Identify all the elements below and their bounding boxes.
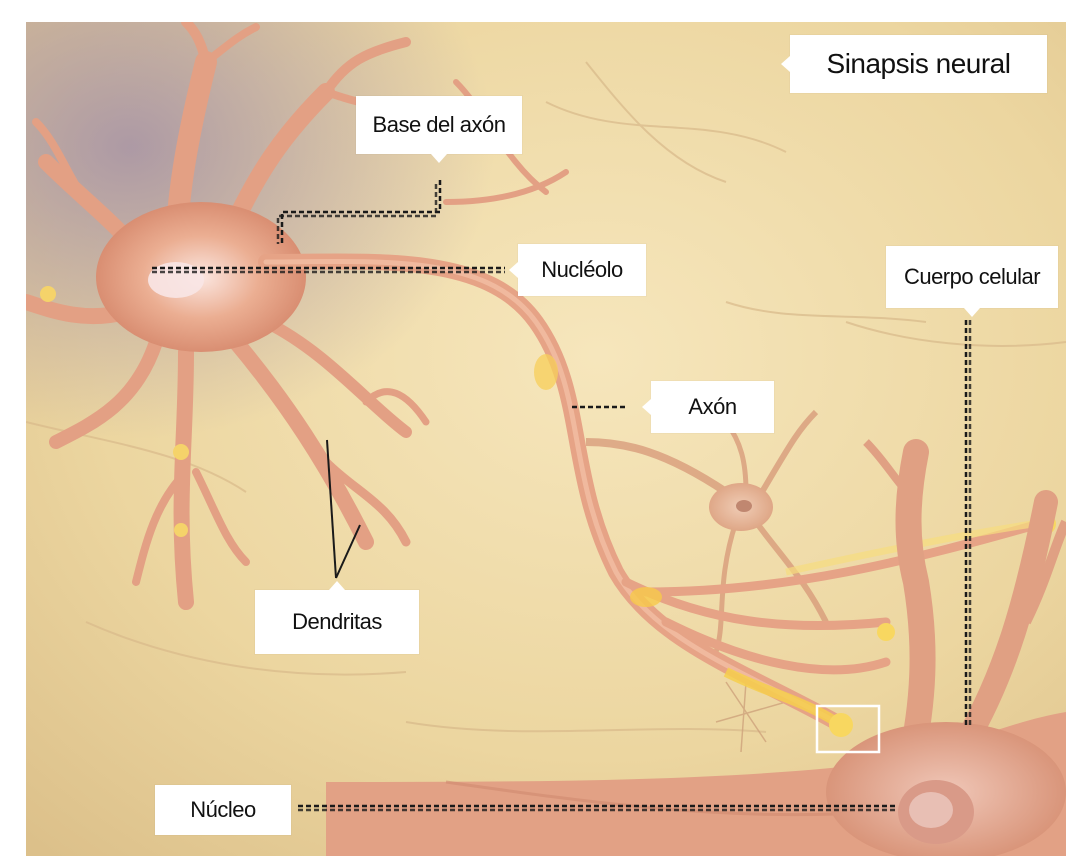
label-nucleo: Núcleo [155,785,291,835]
label-axon: Axón [651,381,774,433]
diagram-title: Sinapsis neural [790,35,1047,93]
neuron-illustration [26,22,1066,856]
label-base-axon: Base del axón [356,96,522,154]
label-cuerpo-celular: Cuerpo celular [886,246,1058,308]
neuron-artwork [26,22,1066,856]
label-nucleolo: Nucléolo [518,244,646,296]
label-dendritas: Dendritas [255,590,419,654]
